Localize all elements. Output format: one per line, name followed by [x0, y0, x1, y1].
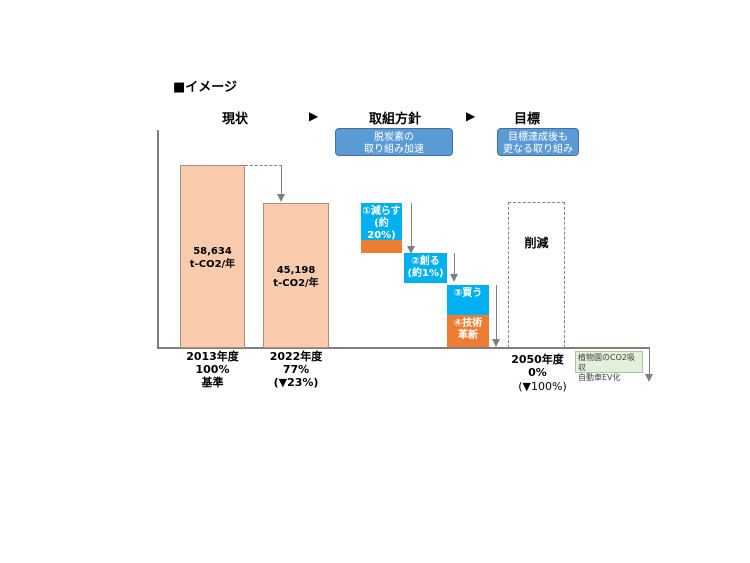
x-label-2022: 2022年度 77% (▼23%)	[269, 350, 323, 389]
section-heading: ■イメージ	[173, 80, 238, 95]
step-arrow-line-2	[454, 253, 455, 275]
bar-2022	[263, 203, 329, 348]
offset-note: 植物園のCO2吸収 自動車EV化	[575, 351, 643, 382]
decarb-pill: 脱炭素の 取り組み加速	[335, 128, 453, 156]
step-innovate: ④技術 革新	[447, 315, 489, 347]
x-label-2013: 2013年度 100% 基準	[186, 350, 239, 389]
down-arrow-icon-1	[277, 194, 285, 202]
connector-arrow-line-1	[281, 165, 282, 195]
phase-policy-label: 取組方針	[368, 112, 421, 127]
bar-2013	[180, 165, 245, 348]
x-label-2050: 2050年度 0%	[511, 353, 564, 379]
x-label-2050-reduction: (▼100%)	[518, 380, 567, 393]
phase-target-label: 目標	[513, 112, 540, 127]
down-arrow-icon-2	[407, 246, 415, 254]
phase-current-label: 現状	[221, 112, 248, 127]
down-arrow-icon-5	[645, 374, 653, 382]
connector-dashed	[245, 165, 282, 166]
step-create	[404, 253, 447, 283]
step-buy: ③買う	[447, 285, 489, 315]
step-create-label: ②創る (約1%)	[407, 256, 444, 279]
bar-2022-value: 45,198 t-CO2/年	[273, 265, 319, 289]
phase-arrow-icon-1: ▶	[309, 109, 319, 123]
further-action-pill: 目標達成後も 更なる取り組み	[497, 128, 579, 156]
step-reduce-base	[361, 240, 402, 253]
x-axis	[157, 347, 650, 349]
target-reduction-label: 削減	[524, 236, 549, 250]
target-dashed-box	[508, 202, 565, 348]
bar-2013-value: 58,634 t-CO2/年	[189, 246, 236, 270]
step-reduce: ①減らす (約20%)	[361, 203, 402, 241]
down-arrow-icon-4	[492, 339, 500, 347]
step-arrow-line-3	[496, 285, 497, 340]
phase-arrow-icon-2: ▶	[466, 109, 476, 123]
note-arrow-line	[649, 349, 650, 375]
y-axis	[157, 130, 159, 349]
step-arrow-line-1	[411, 203, 412, 247]
down-arrow-icon-3	[450, 274, 458, 282]
